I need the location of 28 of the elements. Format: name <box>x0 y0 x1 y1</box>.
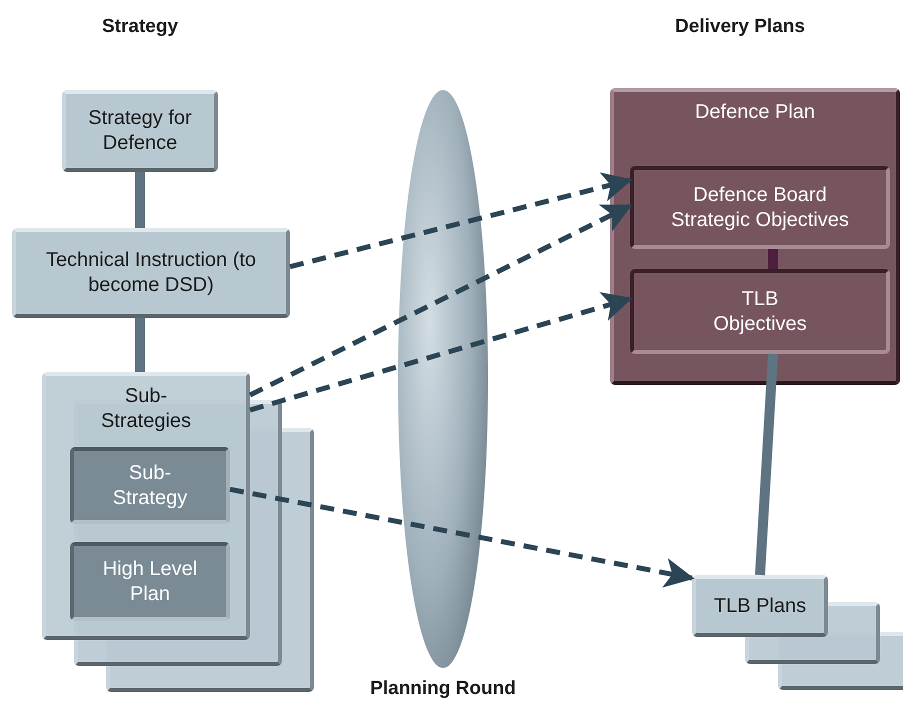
connector-line <box>135 172 145 228</box>
node-label: Technical Instruction (to become DSD) <box>44 248 258 298</box>
container-box <box>610 88 900 385</box>
container-box <box>42 372 250 640</box>
process-box <box>70 447 230 524</box>
section-heading: Strategy <box>102 16 178 38</box>
process-box <box>630 166 890 249</box>
node-label: High Level Plan <box>102 556 198 606</box>
dashed-arrow <box>248 204 632 398</box>
dashed-arrow <box>249 292 632 412</box>
node-label: Sub-Strategies <box>100 384 192 434</box>
dashed-arrow <box>230 486 694 588</box>
section-heading: Planning Round <box>370 678 516 700</box>
section-heading: Delivery Plans <box>675 16 805 38</box>
node-label: Strategy for Defence <box>87 106 193 156</box>
process-box <box>692 575 828 637</box>
node-label: Defence Plan <box>694 100 816 125</box>
process-box <box>70 542 230 621</box>
node-label: Sub-Strategy <box>112 460 188 510</box>
process-box <box>630 269 890 354</box>
process-box <box>62 90 218 172</box>
dashed-arrow <box>289 172 632 270</box>
node-label: TLB Plans <box>714 594 806 618</box>
node-label: Defence Board Strategic Objectives <box>670 182 850 232</box>
connector-line <box>135 318 145 372</box>
process-box <box>12 228 290 318</box>
node-label: TLB Objectives <box>712 286 808 336</box>
connector-line <box>768 249 778 269</box>
